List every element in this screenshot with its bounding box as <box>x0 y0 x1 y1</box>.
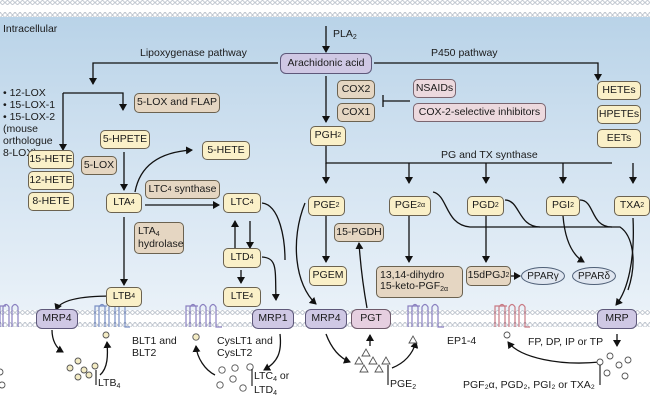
arrow-pge2-ep <box>391 341 419 369</box>
arrow-prostanoid-fp <box>507 341 601 364</box>
5-hpete-node[interactable]: 5-HPETE <box>100 130 150 149</box>
line-ltc4-mrp1 <box>261 202 286 261</box>
pgt-transporter[interactable]: PGT <box>351 309 391 329</box>
receptor-fp-dp-ip-tp <box>494 303 530 328</box>
nsaids-node[interactable]: NSAIDs <box>413 79 456 98</box>
15-pgdh-node[interactable]: 15-PGDH <box>334 223 384 242</box>
ltb4-ligand-label: LTB4 <box>98 377 121 390</box>
receptor-cyslt-1 <box>0 303 19 327</box>
arrow-pgi2-ppar-delta <box>562 215 585 263</box>
12-hete-node[interactable]: 12-HETE <box>28 171 74 190</box>
mrp1-transporter[interactable]: MRP1 <box>252 309 294 329</box>
keto-pgf2a-node[interactable]: 13,14-dihydro 15-keto-PGF2α <box>376 266 463 298</box>
ligand-pge2-triangles <box>354 335 418 373</box>
lox-list-item: • 15-LOX-1 <box>3 99 56 112</box>
p450-pathway-label: P450 pathway <box>431 47 498 59</box>
lox-list-item: • 12-LOX <box>3 87 46 99</box>
arrow-mrp4-pge2-out <box>325 333 351 364</box>
prostanoids-ligand-label: PGF₂α, PGD₂, PGI₂ or TXA₂ <box>463 379 595 391</box>
line-pgi2-curve <box>579 199 613 228</box>
pge2-ligand-label: PGE2 <box>390 378 417 391</box>
8-hete-node[interactable]: 8-HETE <box>28 192 74 211</box>
5-lox-flap-node[interactable]: 5-LOX and FLAP <box>134 93 220 113</box>
fp-dp-ip-tp-receptor-label: FP, DP, IP or TP <box>528 336 604 348</box>
mrp4-left-transporter[interactable]: MRP4 <box>36 309 78 329</box>
cox1-node[interactable]: COX1 <box>337 103 375 122</box>
ltc4-ltd4-ligand-label: LTC4 or LTD4 <box>254 370 290 398</box>
receptor-ep <box>407 303 444 328</box>
ep-receptor-label: EP1-4 <box>447 335 477 347</box>
arachidonic-acid-node[interactable]: Arachidonic acid <box>280 53 372 74</box>
5-lox-node[interactable]: 5-LOX <box>81 156 117 175</box>
arrow-mrp4-ltb4-out <box>51 329 64 353</box>
lipoxygenase-pathway-label: Lipoxygenase pathway <box>140 47 247 59</box>
top-membrane <box>0 0 650 17</box>
receptor-cyslt <box>185 303 222 328</box>
pgem-node[interactable]: PGEM <box>309 266 347 286</box>
ppar-gamma-node[interactable]: PPARγ <box>521 267 565 285</box>
hpetes-node[interactable]: HPETEs <box>597 105 641 124</box>
lox-list: • 12-LOX • 15-LOX-1 • 15-LOX-2 (mouse or… <box>3 87 61 159</box>
5-hete-node[interactable]: 5-HETE <box>202 141 250 160</box>
mrp4-mid-transporter[interactable]: MRP4 <box>305 309 347 329</box>
line-lipoxygenase <box>89 62 278 85</box>
cyslt-receptor-label: CysLT1 and CysLT2 <box>217 335 273 360</box>
hetes-node[interactable]: HETEs <box>597 81 641 100</box>
arrow-pge2-mrp4 <box>295 202 317 305</box>
arrow-mrp1-ligand-out <box>263 333 282 371</box>
lox-list-item: • 15-LOX-2 <box>3 111 56 124</box>
receptor-blt <box>94 303 130 328</box>
arrow-ltb4-mrp4 <box>54 295 113 311</box>
line-prostanoids-mrp <box>432 191 634 291</box>
lta4-hydrolase-node[interactable]: LTA4 hydrolase <box>134 222 184 254</box>
line-ltd4-mrp1 <box>261 256 280 301</box>
line-lox-split <box>63 92 127 111</box>
pla2-label: PLA2 <box>333 28 357 41</box>
arrow-txa2-mrp <box>615 217 634 306</box>
line-pgd2-curve <box>504 199 541 228</box>
line-p450 <box>374 62 602 81</box>
ligand-ltc4-hexagons <box>0 363 254 392</box>
ligand-ltb4-circles <box>66 331 200 381</box>
arrow-ltb4-blt <box>99 341 112 376</box>
pg-tx-synthase-label: PG and TX synthase <box>441 149 538 161</box>
cox2-node[interactable]: COX2 <box>337 80 375 99</box>
15-hete-node[interactable]: 15-HETE <box>28 150 74 169</box>
arrow-cyslt-ligand <box>192 345 216 376</box>
arrow-pgt-15pgdh <box>355 242 368 309</box>
blt-receptor-label: BLT1 and BLT2 <box>132 335 177 360</box>
arrow-lta4-5hete <box>134 146 193 193</box>
eets-node[interactable]: EETs <box>597 129 641 148</box>
ppar-delta-node[interactable]: PPARδ <box>572 267 616 285</box>
mrp-transporter[interactable]: MRP <box>597 309 637 329</box>
cox2-inhibitors-node[interactable]: COX-2-selective inhibitors <box>413 103 546 122</box>
intracellular-label: Intracellular <box>3 23 58 35</box>
